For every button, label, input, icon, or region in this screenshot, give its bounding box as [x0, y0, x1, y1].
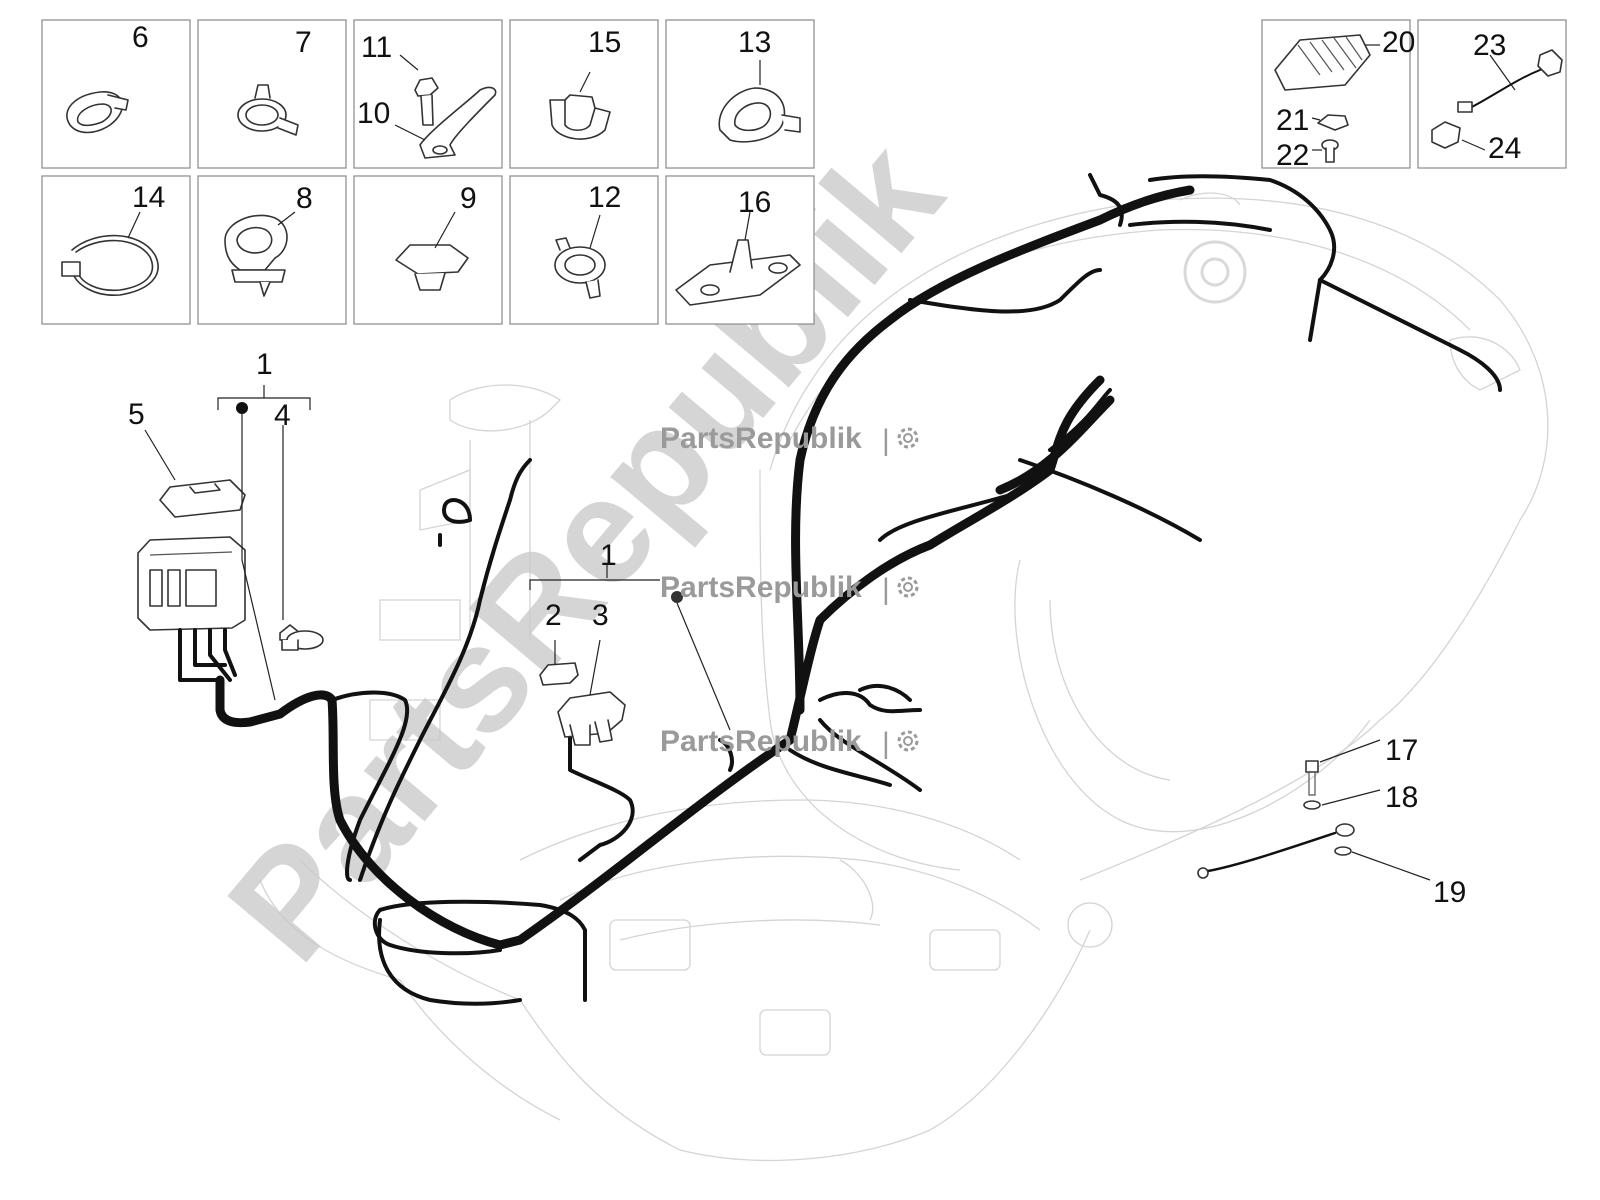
callout-10: 10: [357, 97, 390, 130]
watermark-small-3: PartsRepublik |: [660, 725, 919, 760]
callout-1-mid: 1: [600, 539, 617, 572]
fuse-slot-2: [167, 569, 181, 607]
bolt-17: [1305, 760, 1319, 773]
callout-15: 15: [588, 26, 621, 59]
divider: |: [882, 727, 890, 760]
part-22-screw: [1312, 139, 1339, 163]
part-9-clip: [395, 211, 469, 291]
callout-4: 4: [274, 399, 291, 432]
callout-6: 6: [132, 21, 149, 54]
part-12-clip: [554, 214, 606, 299]
fuse-relay-assembly: [529, 565, 731, 746]
cell-7: [197, 19, 347, 169]
part-6-clip: [66, 91, 129, 134]
watermark-text: PartsRepublik: [660, 725, 862, 758]
callout-18: 18: [1385, 781, 1418, 814]
watermark-small-2: PartsRepublik |: [660, 571, 919, 606]
callout-22: 22: [1276, 139, 1309, 172]
callout-1-top: 1: [256, 348, 273, 381]
callout-14: 14: [132, 181, 165, 214]
cell-15: [509, 19, 659, 169]
part-10-11-bracket: [394, 54, 497, 159]
callout-23: 23: [1473, 29, 1506, 62]
part-24-grommet: [1431, 121, 1486, 151]
callout-19: 19: [1433, 876, 1466, 909]
assembly-dot-2: [671, 591, 683, 603]
callout-16: 16: [738, 186, 771, 219]
part-14-cable-tie: [61, 211, 159, 296]
fuse-slot-3: [185, 569, 217, 607]
fuse-box-assembly: [137, 479, 246, 682]
callout-20: 20: [1382, 26, 1415, 59]
part-15-clip: [549, 71, 611, 140]
gear-icon: [897, 730, 919, 752]
callout-13: 13: [738, 26, 771, 59]
fuse-slot-1: [149, 569, 163, 607]
cell-14: [41, 175, 191, 325]
watermark-small-1: PartsRepublik |: [660, 422, 919, 457]
divider: |: [882, 573, 890, 606]
assembly-dot-1: [236, 402, 248, 414]
part-16-bracket: [675, 211, 801, 306]
washer-18: [1303, 800, 1321, 810]
gear-icon-large: [1178, 235, 1252, 309]
watermark-text: PartsRepublik: [660, 571, 862, 604]
cable-clip-4: [279, 624, 324, 651]
watermark-text: PartsRepublik: [660, 422, 862, 455]
callout-labels: 6 7 11 10 15 13 14 8 9 12 16 20 21 22 23…: [128, 21, 1521, 909]
ground-cable-assembly: [1197, 739, 1431, 881]
callout-21: 21: [1276, 104, 1309, 137]
harness-branches: [330, 173, 1502, 1006]
callout-7: 7: [295, 26, 312, 59]
bracket-1-4: [144, 385, 311, 701]
washer-19: [1334, 846, 1352, 856]
part-8-clip: [224, 211, 296, 297]
callout-9: 9: [460, 182, 477, 215]
callout-12: 12: [588, 181, 621, 214]
callout-5: 5: [128, 398, 145, 431]
callout-17: 17: [1385, 734, 1418, 767]
part-20-voltage-regulator: [1274, 34, 1380, 91]
callout-2: 2: [545, 599, 562, 632]
fuse-part-2: [539, 662, 579, 686]
part-23-sensor-cable: [1457, 49, 1563, 113]
callout-11: 11: [361, 31, 392, 64]
part-21-clip-nut: [1311, 114, 1349, 131]
parts-grid: [41, 19, 1567, 325]
gear-icon: [897, 576, 919, 598]
callout-8: 8: [296, 182, 313, 215]
fuse-box-cover: [159, 479, 246, 518]
part-13-clip: [718, 60, 801, 143]
callout-3: 3: [592, 599, 609, 632]
gear-icon: [897, 427, 919, 449]
divider: |: [882, 424, 890, 457]
part-7-hose-clamp: [237, 84, 299, 136]
callout-24: 24: [1488, 132, 1521, 165]
